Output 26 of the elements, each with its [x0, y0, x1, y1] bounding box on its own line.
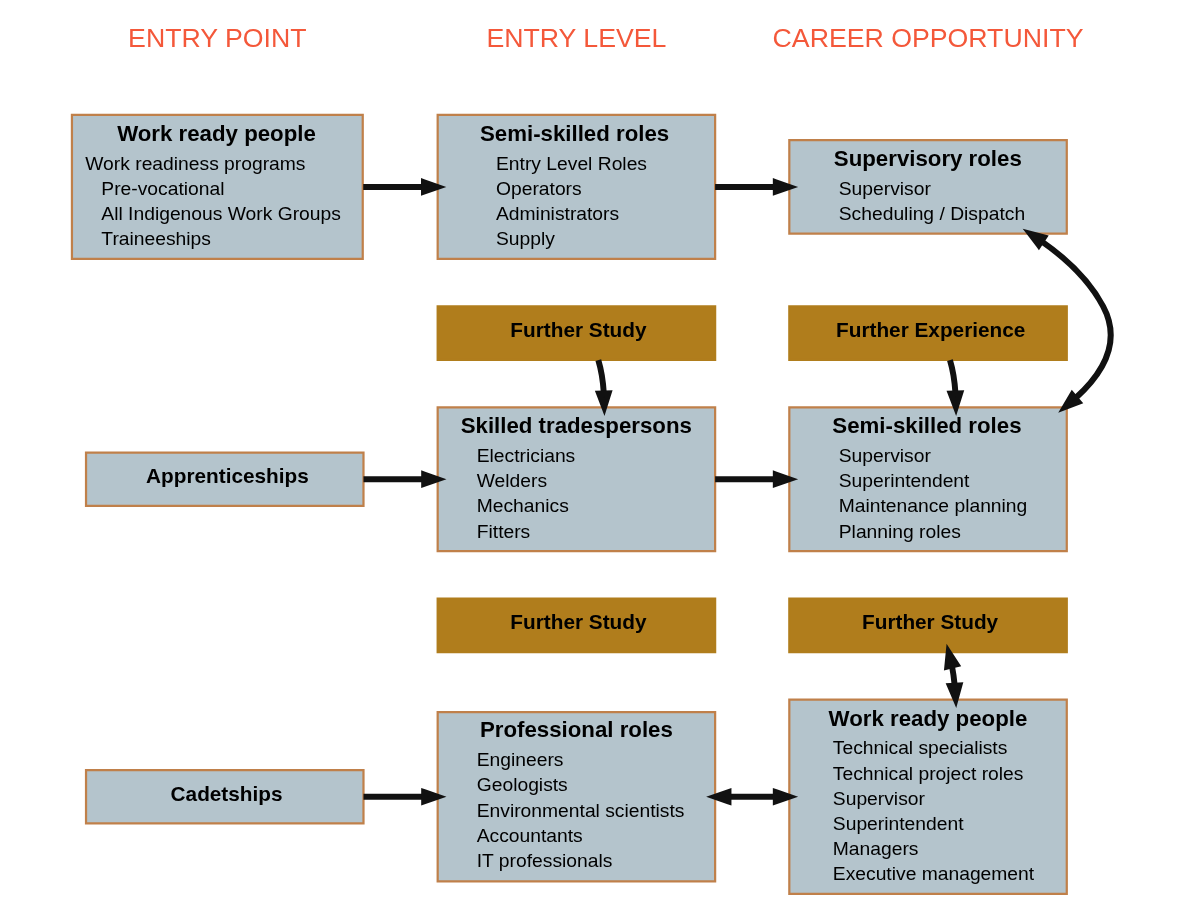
arrow: [714, 470, 798, 489]
node-box: Semi-skilled roles Supervisor Superintendent Maintenance planning Planning roles: [787, 406, 1068, 553]
arrow: [594, 359, 613, 416]
node-box: Semi-skilled roles Entry Level Roles Operators Administrators Supply: [436, 113, 716, 260]
arrow: [363, 787, 446, 806]
node-box: Apprenticeships: [84, 451, 365, 508]
arrow: [943, 643, 963, 708]
node-box: Work ready people Work readiness programs Pre-vocational All Indigenous Work Groups Traineeships: [70, 113, 364, 260]
node-box: Supervisory roles Supervisor Scheduling / Dispatch: [787, 139, 1068, 235]
label: ENTRY LEVEL: [485, 23, 666, 54]
arrow: [705, 787, 798, 806]
arrow: [946, 359, 964, 416]
arrow: [714, 178, 798, 196]
label: ENTRY POINT: [127, 23, 307, 54]
node-box: Skilled tradespersons Electricians Welders Mechanics Fitters: [436, 406, 716, 553]
arrow: [362, 178, 446, 196]
node-box: Further Study: [436, 305, 716, 361]
label: CAREER OPPORTUNITY: [772, 23, 1084, 54]
node-box: Further Study: [787, 597, 1068, 654]
node-box: Further Study: [436, 597, 716, 654]
node-box: Professional roles Engineers Geologists Environmental scientists Accountants IT professionals: [436, 711, 716, 883]
arrow: [1022, 228, 1113, 413]
node-box: Cadetships: [84, 768, 365, 825]
node-box: Work ready people Technical specialists Technical project roles Supervisor Superintendent Managers Executive management: [787, 698, 1068, 896]
arrow: [363, 470, 446, 489]
node-box: Further Experience: [787, 305, 1068, 361]
